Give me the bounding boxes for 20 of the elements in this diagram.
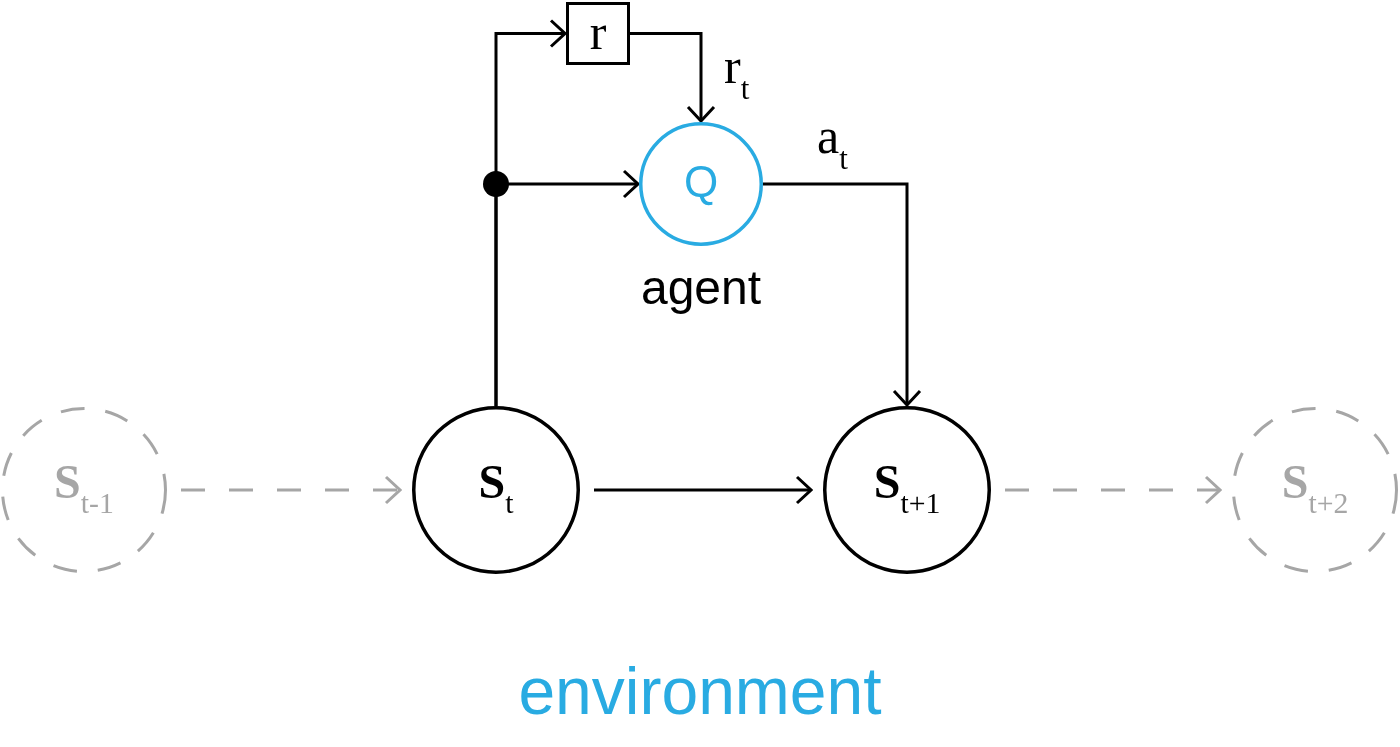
node-label: S$_{t+1}$ [873,457,941,522]
dashed-arrow [1005,475,1222,505]
node-label: S$_{t+2}$ [1281,457,1349,522]
dashed-arrow [181,475,402,505]
node-label: r [589,6,607,61]
agent-circle [639,122,763,246]
function-box [566,2,630,65]
diagram-label: environment [518,658,882,724]
arrow [494,169,640,406]
arrow [594,475,813,505]
state-circle [412,406,580,574]
node-label: S$_{t-1}$ [54,457,114,522]
state-circle [1,407,167,573]
node-label: S$_{t}$ [478,457,514,522]
arrow [763,182,922,407]
state-circle [823,406,991,574]
arrow [630,32,716,123]
state-circle [1232,407,1398,573]
node-label: Q [683,160,719,208]
node-caption: agent [640,264,762,312]
